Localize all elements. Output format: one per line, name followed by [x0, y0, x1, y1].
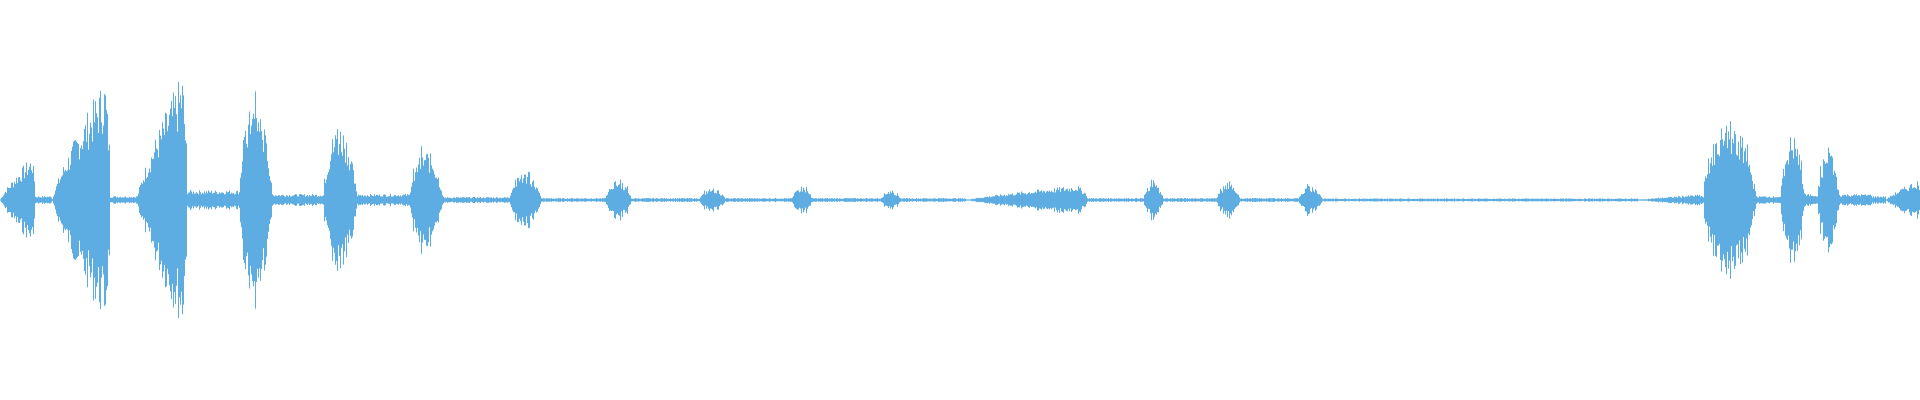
waveform-bars: [0, 82, 1920, 318]
